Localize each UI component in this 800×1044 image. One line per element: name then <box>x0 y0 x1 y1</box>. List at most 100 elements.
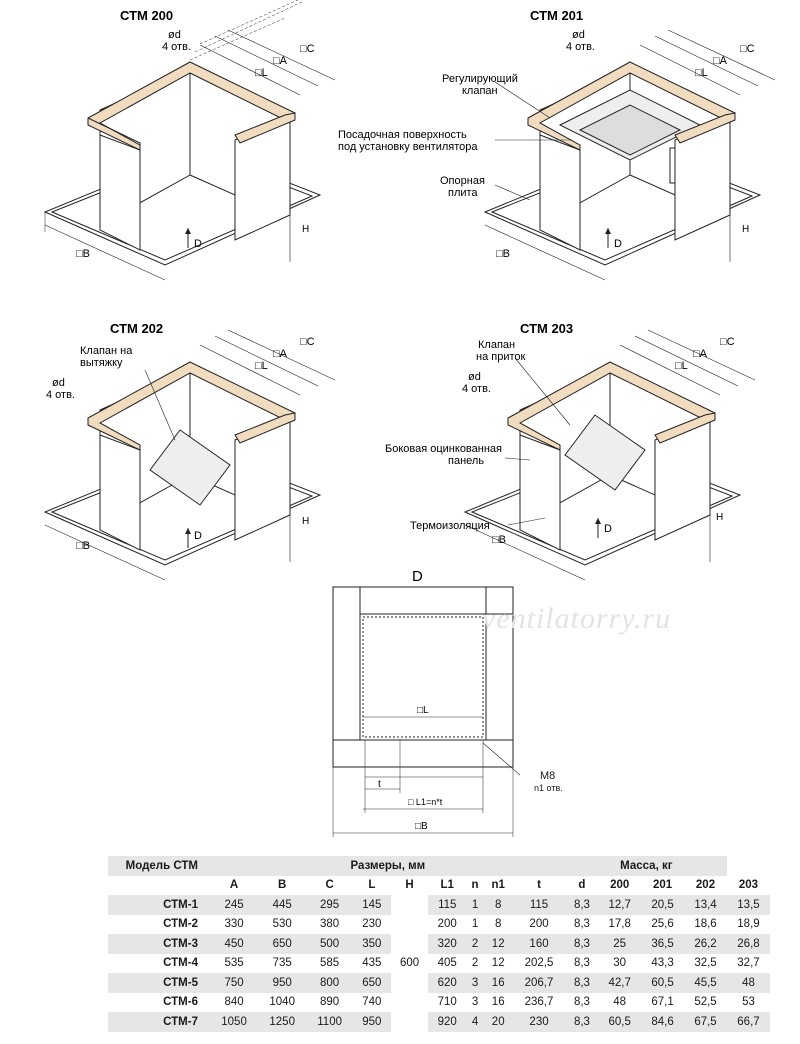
dim-H-200: H <box>302 224 309 235</box>
table-cell: 52,5 <box>694 996 717 1009</box>
col-header: L <box>368 879 376 892</box>
table-cell: 12 <box>484 934 513 954</box>
stm200-holes: 4 отв. <box>162 41 191 53</box>
table-cell: 145 <box>352 895 391 915</box>
table-cell: 620 <box>428 973 467 993</box>
table-cell: 12,7 <box>598 895 642 915</box>
table-cell: 36,5 <box>641 934 685 954</box>
col-header: 201 <box>652 879 673 892</box>
table-cell: 1040 <box>269 996 295 1009</box>
col-header: d <box>578 879 586 892</box>
dim-C-201: □C <box>740 43 755 55</box>
dim-L-201: □L <box>695 67 708 79</box>
dim-D-200: D <box>194 238 202 250</box>
col-header: H <box>405 879 414 892</box>
table-cell: 8,3 <box>573 918 590 931</box>
model-cell: СТМ-6 <box>163 996 198 1009</box>
table-cell: 380 <box>320 918 340 931</box>
col-header: n <box>471 879 479 892</box>
table-cell: 60,5 <box>598 1012 642 1032</box>
table-cell: 950 <box>352 1012 391 1032</box>
table-cell: 206,7 <box>512 973 566 993</box>
dim-A-203: □A <box>693 348 708 360</box>
table-cell: 25 <box>598 934 642 954</box>
table-cell: 750 <box>210 973 259 993</box>
col-header: 203 <box>738 879 759 892</box>
stm203-insulation: Термоизоляция <box>410 520 490 532</box>
stm200-d-label: ød <box>168 29 181 41</box>
stm201-valve-line2: клапан <box>462 85 498 97</box>
model-cell: СТМ-1 <box>108 895 210 915</box>
plan-dim-t: t <box>378 779 381 790</box>
table-cell: 200 <box>437 918 457 931</box>
table-cell: 20 <box>484 1012 513 1032</box>
table-cell: 950 <box>258 973 307 993</box>
dim-H-202: H <box>302 516 309 527</box>
table-cell: 67,1 <box>651 996 674 1009</box>
table-cell: 43,3 <box>651 957 674 970</box>
col-header: B <box>278 879 287 892</box>
table-cell: 350 <box>352 934 391 954</box>
dim-C-200: □C <box>300 43 315 55</box>
stm200-title: СТМ 200 <box>120 8 173 23</box>
col-header: A <box>229 879 239 892</box>
dim-B-203: □B <box>492 534 506 546</box>
table-cell: 735 <box>272 957 292 970</box>
table-cell: 115 <box>428 895 467 915</box>
stm201-holes: 4 отв. <box>566 41 595 53</box>
stm201-plate-line2: плита <box>448 187 478 199</box>
table-cell: 230 <box>512 1012 566 1032</box>
table-cell: 920 <box>428 1012 467 1032</box>
dim-D-201: D <box>614 238 622 250</box>
table-cell: 13,4 <box>684 895 727 915</box>
dim-D-203: D <box>604 523 612 535</box>
table-cell: 435 <box>362 957 382 970</box>
table-cell: 8 <box>484 895 513 915</box>
table-cell: 800 <box>306 973 353 993</box>
table-cell: 535 <box>224 957 244 970</box>
table-cell: 405 <box>437 957 457 970</box>
table-cell: 53 <box>742 996 755 1009</box>
table-cell: 710 <box>437 996 457 1009</box>
table-cell: 1 <box>471 918 479 931</box>
table-cell: 2 <box>466 934 485 954</box>
mass-header: Масса, кг <box>565 856 727 876</box>
col-header: L1 <box>440 879 454 892</box>
stm203-panel-line2: панель <box>448 455 484 467</box>
dim-B-202: □B <box>76 540 90 552</box>
table-cell: 330 <box>224 918 244 931</box>
watermark: ventilatorry.ru <box>482 602 672 635</box>
stm202-drawing <box>43 329 336 581</box>
table-cell: 840 <box>224 996 244 1009</box>
stm203-drawing <box>463 329 756 581</box>
spec-table: Модель СТМ Размеры, мм Масса, кг A B C L… <box>108 856 770 1032</box>
plan-dim-L1: □ L1=n*t <box>408 797 443 807</box>
stm201-d-label: ød <box>572 29 585 41</box>
table-header-group-row: Модель СТМ Размеры, мм Масса, кг <box>108 856 770 876</box>
stm201-seat-line2: под установку вентилятора <box>338 141 478 153</box>
table-cell: 32,5 <box>694 957 717 970</box>
table-cell: 2 <box>471 957 479 970</box>
table-header-row: A B C L H L1 n n1 t d 200 201 202 203 <box>108 876 770 896</box>
stm201-seat-line1: Посадочная поверхность <box>338 129 467 141</box>
table-cell: 160 <box>512 934 566 954</box>
stm201-drawing <box>483 29 776 281</box>
stm203-holes: 4 отв. <box>462 383 491 395</box>
table-cell: 202,5 <box>524 957 554 970</box>
stm202-valve-line2: вытяжку <box>80 357 123 369</box>
dim-H-201: H <box>742 224 749 235</box>
stm203-valve-line2: на приток <box>476 351 525 363</box>
table-cell: 26,2 <box>684 934 727 954</box>
table-cell: 84,6 <box>641 1012 685 1032</box>
model-cell: СТМ-3 <box>108 934 210 954</box>
plan-title: D <box>412 568 423 585</box>
table-cell: 18,6 <box>694 918 717 931</box>
table-cell: 1250 <box>258 1012 307 1032</box>
col-header: C <box>325 879 334 892</box>
table-cell: 45,5 <box>684 973 727 993</box>
stm202-holes: 4 отв. <box>46 389 75 401</box>
